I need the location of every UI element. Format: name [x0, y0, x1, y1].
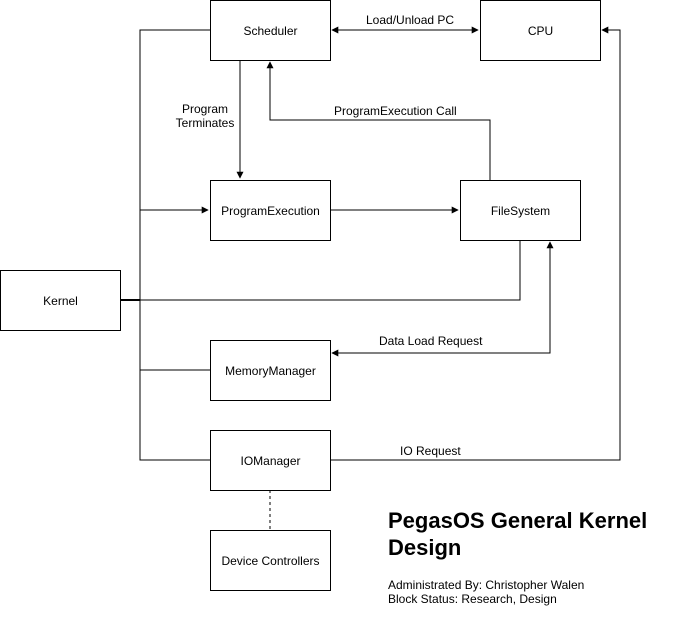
- cpu-label: CPU: [527, 23, 554, 38]
- scheduler-node: Scheduler: [210, 0, 331, 61]
- data-load-request-edge: [331, 241, 554, 357]
- program-terminates-line2: Terminates: [175, 116, 235, 130]
- title-line-2: Design: [388, 535, 462, 560]
- io-request-label: IO Request: [400, 444, 461, 458]
- scheduler-label: Scheduler: [243, 23, 298, 38]
- filesystem-node: FileSystem: [460, 180, 581, 241]
- program-terminates-label: Program Terminates: [172, 102, 238, 130]
- program-terminates-line1: Program: [181, 102, 228, 116]
- block-status-text: Block Status: Research, Design: [388, 592, 557, 606]
- io-manager-label: IOManager: [240, 453, 301, 468]
- io-manager-node: IOManager: [210, 430, 331, 491]
- kernel-to-io-manager-edge: [139, 370, 210, 461]
- program-execution-call-label: ProgramExecution Call: [334, 104, 457, 118]
- memory-manager-node: MemoryManager: [210, 340, 331, 401]
- program-execution-label: ProgramExecution: [221, 203, 320, 218]
- program-execution-node: ProgramExecution: [210, 180, 331, 241]
- io-request-edge: [330, 26, 621, 461]
- kernel-node: Kernel: [0, 270, 121, 331]
- kernel-to-memory-manager-edge: [139, 300, 210, 371]
- device-controllers-label: Device Controllers: [221, 553, 320, 568]
- kernel-to-scheduler-edge: [139, 29, 210, 300]
- administrated-by-text: Administrated By: Christopher Walen: [388, 578, 585, 592]
- load-unload-pc-label: Load/Unload PC: [366, 13, 455, 27]
- memory-manager-label: MemoryManager: [225, 363, 316, 378]
- device-controllers-node: Device Controllers: [210, 530, 331, 591]
- filesystem-label: FileSystem: [490, 203, 551, 218]
- kernel-label: Kernel: [43, 293, 78, 308]
- cpu-node: CPU: [480, 0, 601, 61]
- kernel-to-filesystem-edge: [140, 240, 521, 301]
- title-line-1: PegasOS General Kernel: [388, 508, 648, 533]
- data-load-request-label: Data Load Request: [379, 334, 483, 348]
- diagram-title: PegasOS General Kernel Design: [388, 507, 688, 561]
- program-execution-call-edge: [266, 61, 491, 180]
